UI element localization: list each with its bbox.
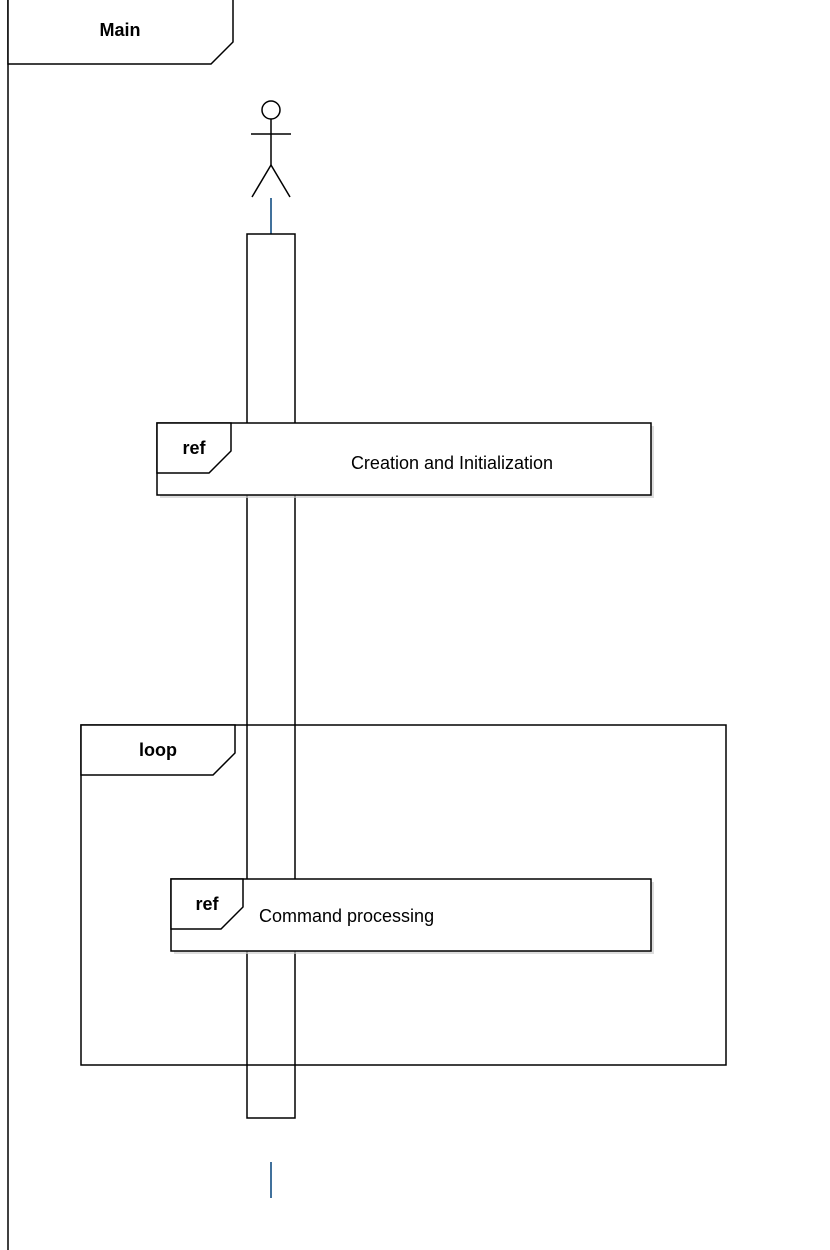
ref-fragment-creation-label: Creation and Initialization [351,453,553,473]
main-frame-title: Main [99,20,140,40]
ref-fragment-creation-operator: ref [182,438,206,458]
stick-figure-icon [251,100,291,198]
ref-fragment-command-label: Command processing [259,906,434,926]
activation-bar [246,233,296,1119]
loop-fragment: loop [80,724,727,1066]
main-frame: Main [7,0,234,1250]
ref-fragment-command-box [170,878,652,952]
loop-fragment-operator: loop [139,740,177,760]
ref-fragment-command-operator: ref [195,894,219,914]
main-frame-tab [7,0,234,65]
ref-fragment-command: ref Command processing [170,878,654,954]
ref-fragment-command-tab [170,878,244,930]
main-frame-border [7,0,9,1250]
ref-fragment-creation: ref Creation and Initialization [156,422,654,498]
loop-fragment-tab [80,724,236,776]
loop-fragment-box [80,724,727,1066]
ref-fragment-creation-tab [156,422,232,474]
